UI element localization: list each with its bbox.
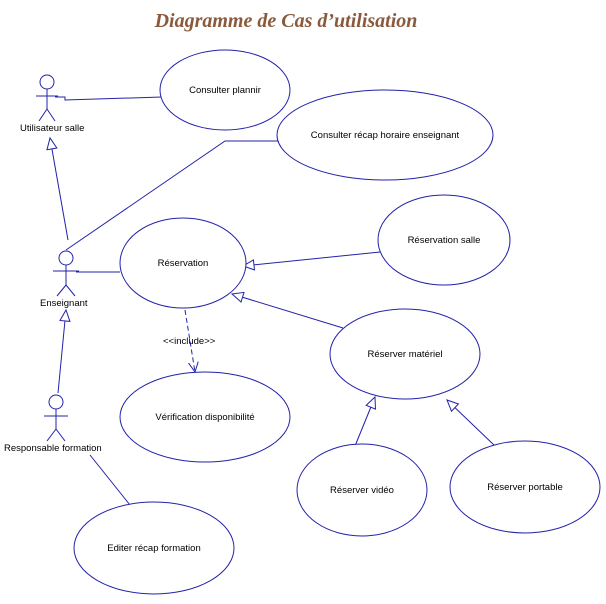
usecase-consulter-plannir: Consulter plannir — [159, 49, 291, 131]
usecase-label-reserver-materiel: Réserver matériel — [368, 349, 443, 360]
usecase-consulter-recap: Consulter récap horaire enseignant — [276, 89, 494, 181]
assoc-utilisateur-consulter-plannir — [55, 96, 163, 101]
usecase-reserver-video: Réserver vidéo — [296, 443, 428, 537]
usecase-reserver-materiel: Réserver matériel — [329, 308, 481, 400]
usecase-label-reserver-portable: Réserver portable — [487, 482, 563, 493]
generalization-enseignant-utilisateur — [46, 136, 69, 241]
usecase-label-consulter-plannir: Consulter plannir — [189, 85, 261, 96]
generalization-materiel-reservation — [230, 291, 344, 329]
usecase-verification-disponibilite: Vérification disponibilité — [119, 371, 291, 463]
diagram-title: Diagramme de Cas d’utilisation — [154, 10, 418, 32]
usecase-label-reserver-video: Réserver vidéo — [330, 485, 394, 496]
assoc-enseignant-consulter-recap — [65, 140, 285, 251]
generalization-responsable-enseignant — [57, 308, 71, 394]
usecase-label-reservation-salle: Réservation salle — [408, 235, 481, 246]
actor-label-utilisateur: Utilisateur salle — [20, 123, 84, 134]
usecase-label-reservation: Réservation — [158, 258, 209, 269]
actor-label-responsable: Responsable formation — [4, 443, 102, 454]
actor-label-enseignant: Enseignant — [40, 298, 88, 309]
actor-utilisateur-salle — [36, 74, 58, 122]
actor-responsable-formation — [44, 394, 68, 442]
generalization-video-materiel — [354, 395, 377, 447]
actor-enseignant — [53, 250, 79, 297]
include-relation — [184, 309, 195, 372]
usecase-reservation-salle: Réservation salle — [377, 194, 511, 286]
usecase-reserver-portable: Réserver portable — [449, 440, 601, 534]
usecase-editer-recap-formation: Editer récap formation — [73, 501, 235, 595]
include-label: <<include>> — [163, 336, 216, 347]
generalization-portable-materiel — [446, 399, 496, 447]
usecase-label-editer-recap: Editer récap formation — [107, 543, 200, 554]
usecase-label-consulter-recap: Consulter récap horaire enseignant — [311, 130, 460, 141]
generalization-salle-reservation — [241, 251, 381, 271]
usecase-reservation: Réservation — [119, 217, 247, 309]
assoc-responsable-editer-recap — [89, 454, 131, 506]
usecase-label-verification: Vérification disponibilité — [155, 412, 254, 423]
